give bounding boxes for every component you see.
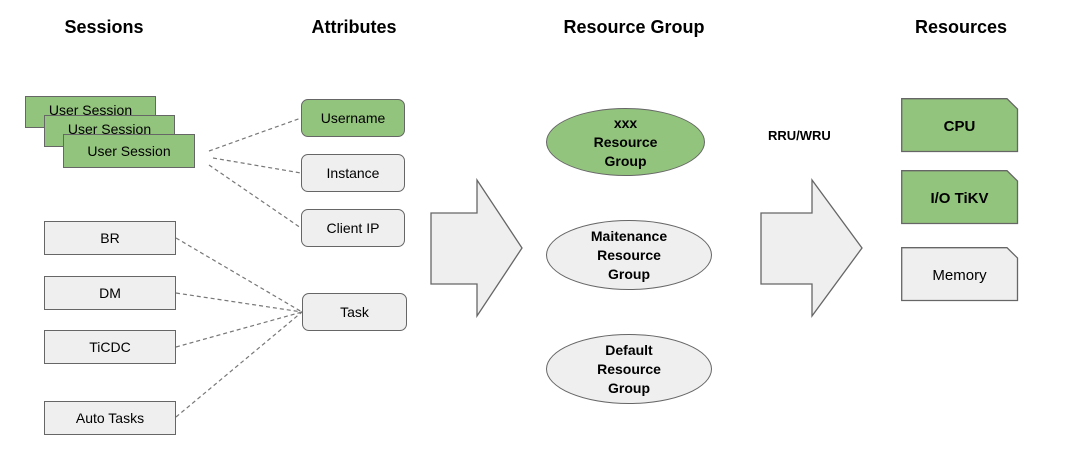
connector-session-username <box>208 117 302 152</box>
header-resources: Resources <box>914 17 1008 37</box>
rru-wru-label: RRU/WRU <box>768 128 831 143</box>
header-sessions: Sessions <box>64 17 144 37</box>
session-dm: DM <box>44 276 176 310</box>
user-session-label: User Session <box>67 121 152 137</box>
resource-memory: Memory <box>932 266 987 284</box>
session-auto-tasks: Auto Tasks <box>44 401 176 435</box>
attribute-instance: Instance <box>301 154 405 192</box>
header-attributes: Attributes <box>311 17 397 37</box>
resource-group-line: Default <box>605 341 653 358</box>
resource-group-line: Resource <box>593 133 658 150</box>
resource-group-line: Group <box>608 265 650 282</box>
connector-dm-task <box>175 292 303 313</box>
resource-cpu: CPU <box>943 117 976 135</box>
attribute-task: Task <box>302 293 407 331</box>
resource-group-line: Maitenance <box>590 227 668 244</box>
resource-io-tikv: I/O TiKV <box>930 189 989 207</box>
resource-group-default: Default Resource Group <box>546 334 712 404</box>
user-session-label: User Session <box>87 143 171 159</box>
resource-group-xxx: xxx Resource Group <box>546 108 705 176</box>
connector-br-task <box>175 237 303 313</box>
resource-memory-shape <box>901 247 1019 302</box>
user-session-card-front: User Session <box>63 134 195 168</box>
connector-ticdc-task <box>175 311 303 348</box>
user-session-label: User Session <box>48 102 133 118</box>
connector-session-clientip <box>208 164 302 229</box>
attribute-username: Username <box>301 99 405 137</box>
attribute-client-ip: Client IP <box>301 209 405 247</box>
resource-group-line: Resource <box>597 360 661 377</box>
arrow-to-resources <box>760 178 863 318</box>
resource-group-line: xxx <box>613 114 638 131</box>
resource-io-tikv-shape <box>901 170 1019 225</box>
arrow-to-resource-group <box>430 177 523 319</box>
resource-cpu-shape <box>901 98 1019 153</box>
session-br: BR <box>44 221 176 255</box>
connector-session-instance <box>212 157 302 174</box>
resource-group-line: Group <box>608 379 650 396</box>
resource-group-line: Resource <box>597 246 661 263</box>
connector-autotasks-task <box>175 311 303 418</box>
session-ticdc: TiCDC <box>44 330 176 364</box>
header-resource-group: Resource Group <box>563 17 705 37</box>
resource-group-line: Group <box>604 152 647 169</box>
resource-group-maintenance: Maitenance Resource Group <box>546 220 712 290</box>
